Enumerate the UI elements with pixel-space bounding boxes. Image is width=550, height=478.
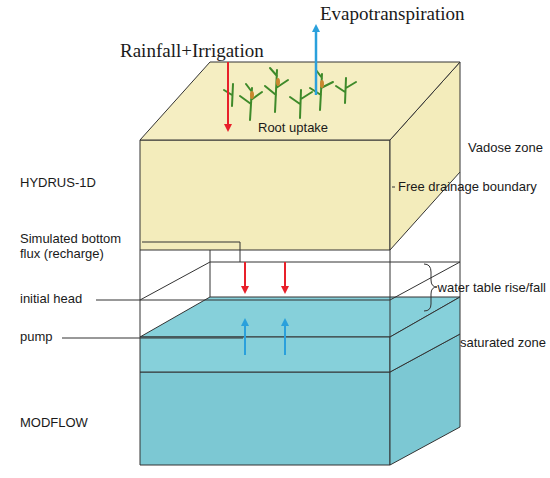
callout-label: pump xyxy=(20,330,53,345)
model-label: HYDRUS-1D xyxy=(20,176,96,191)
process-label: Root uptake xyxy=(258,121,328,136)
flow-label: Rainfall+Irrigation xyxy=(120,40,264,62)
zone-label: Vadose zone xyxy=(468,141,543,156)
boundary-label: Free drainage boundary xyxy=(398,180,537,195)
flux-label: Simulated bottom flux (recharge) xyxy=(20,232,142,262)
flow-label: Evapotranspiration xyxy=(320,3,465,25)
callout-label: initial head xyxy=(20,292,82,307)
zone-label: water table rise/fall xyxy=(438,281,546,296)
zone-label: saturated zone xyxy=(460,336,546,351)
model-label: MODFLOW xyxy=(20,416,88,431)
